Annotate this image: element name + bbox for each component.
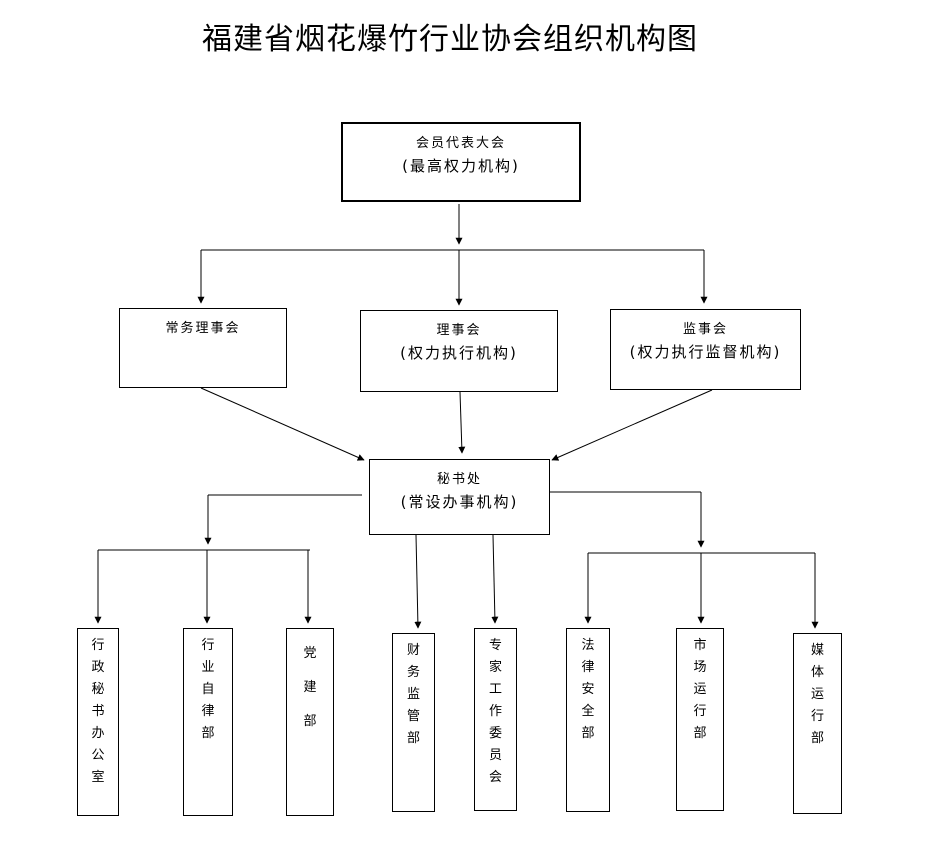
node-standing-council: 常务理事会 xyxy=(119,308,287,388)
dept-label: 专家工作委员会 xyxy=(488,638,502,785)
dept-label: 行业自律部 xyxy=(201,638,215,741)
node-secretariat-name: 秘书处 xyxy=(436,472,482,487)
node-dept-party-building: 党建部 xyxy=(286,628,334,816)
node-standing-name: 常务理事会 xyxy=(165,321,241,336)
node-council: 理事会 (权力执行机构) xyxy=(360,310,558,392)
arrow-supervisors-to-secretariat xyxy=(551,389,713,461)
chart-title: 福建省烟花爆竹行业协会组织机构图 xyxy=(202,22,698,57)
arrow-council-to-secretariat xyxy=(458,391,466,454)
node-dept-finance: 财务监管部 xyxy=(392,633,435,812)
dept-label: 法律安全部 xyxy=(581,638,595,741)
node-assembly-name: 会员代表大会 xyxy=(415,136,506,151)
node-dept-media: 媒体运行部 xyxy=(793,633,842,814)
node-assembly-role: (最高权力机构) xyxy=(402,157,520,175)
arrow-dept-4 xyxy=(414,534,422,629)
dept-label: 市场运行部 xyxy=(693,638,707,741)
arrow-dept-5 xyxy=(491,534,499,624)
node-secretariat-role: (常设办事机构) xyxy=(400,493,519,511)
node-dept-expert-committee: 专家工作委员会 xyxy=(474,628,517,811)
node-supervisors-name: 监事会 xyxy=(682,322,728,337)
node-supervisors: 监事会 (权力执行监督机构) xyxy=(610,309,801,390)
arrow-standing-to-secretariat xyxy=(200,387,365,461)
node-dept-legal-safety: 法律安全部 xyxy=(566,628,610,812)
node-secretariat: 秘书处 (常设办事机构) xyxy=(369,459,550,535)
node-assembly: 会员代表大会 (最高权力机构) xyxy=(341,122,581,202)
node-council-name: 理事会 xyxy=(436,323,482,338)
node-dept-self-discipline: 行业自律部 xyxy=(183,628,233,816)
dept-label: 党建部 xyxy=(303,646,317,729)
node-supervisors-role: (权力执行监督机构) xyxy=(629,343,782,361)
node-dept-market: 市场运行部 xyxy=(676,628,724,811)
dept-label: 财务监管部 xyxy=(406,643,420,746)
dept-label: 行政秘书办公室 xyxy=(91,638,105,785)
dept-label: 媒体运行部 xyxy=(810,643,824,746)
node-council-role: (权力执行机构) xyxy=(400,344,518,362)
node-dept-admin-office: 行政秘书办公室 xyxy=(77,628,119,816)
